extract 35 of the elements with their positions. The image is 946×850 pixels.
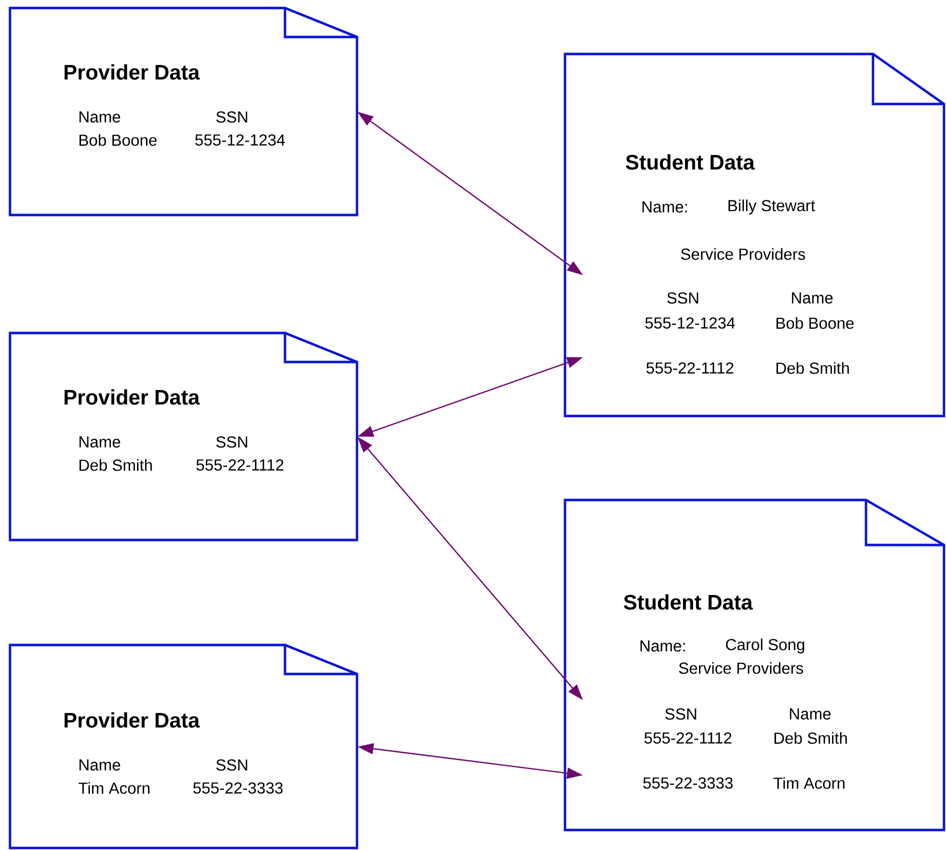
section-heading: Service Providers: [679, 662, 804, 674]
column-header: Name: [792, 292, 833, 304]
column-header: Name: [80, 111, 120, 123]
table-cell: Bob Boone: [776, 317, 854, 329]
table-cell: Deb Smith: [776, 362, 849, 374]
field-label: Name:: [640, 640, 685, 652]
column-header: SSN: [667, 292, 698, 304]
heading: Student Data: [626, 154, 755, 170]
heading: Provider Data: [64, 389, 200, 405]
column-header: SSN: [216, 111, 248, 123]
column-header: Name: [790, 708, 831, 720]
table-cell: Tim Acorn: [774, 777, 844, 789]
table-cell: Deb Smith: [774, 732, 847, 744]
field-value: Billy Stewart: [728, 200, 816, 214]
column-header: SSN: [665, 708, 696, 720]
table-cell: 555-12-1234: [195, 134, 285, 146]
table-cell: 555-22-1112: [644, 732, 732, 744]
column-header: SSN: [216, 759, 248, 771]
column-header: Name: [80, 436, 120, 448]
column-header: SSN: [216, 436, 248, 448]
table-cell: 555-12-1234: [645, 317, 735, 329]
heading: Provider Data: [64, 64, 200, 80]
table-cell: 555-22-3333: [643, 777, 733, 789]
table-cell: 555-22-1112: [196, 459, 284, 471]
field-value: Carol Song: [726, 638, 804, 654]
heading: Provider Data: [64, 712, 200, 728]
section-heading: Service Providers: [681, 248, 806, 260]
table-cell: Deb Smith: [80, 459, 152, 471]
field-label: Name:: [642, 201, 687, 213]
heading: Student Data: [624, 594, 753, 610]
table-cell: Tim Acorn: [78, 782, 150, 794]
table-cell: 555-22-1112: [646, 362, 734, 374]
table-cell: 555-22-3333: [193, 782, 283, 794]
table-cell: Bob Boone: [80, 134, 157, 146]
column-header: Name: [80, 759, 120, 771]
